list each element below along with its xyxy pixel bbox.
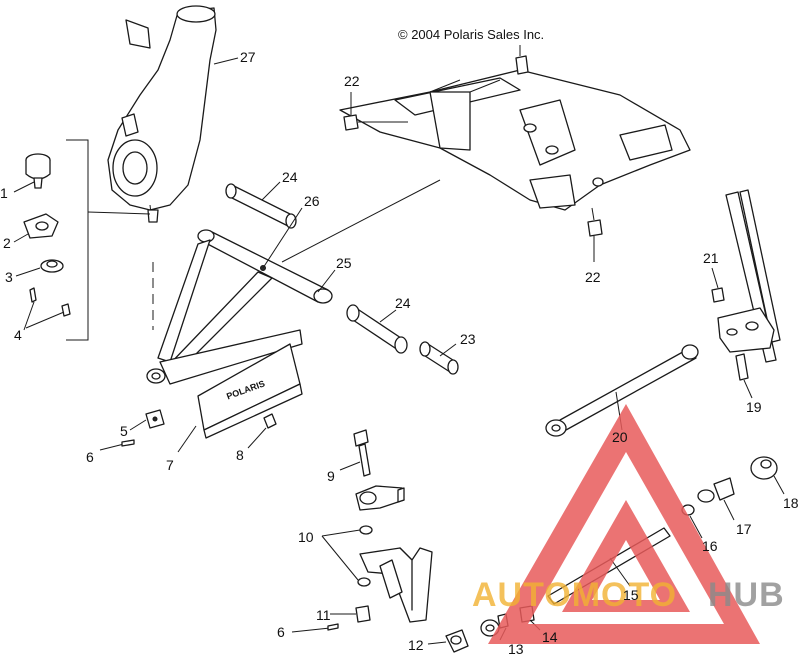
- part-7-guard: POLARIS: [177, 343, 303, 453]
- part-11-nut: [330, 605, 371, 623]
- callout-20: 20: [612, 429, 628, 445]
- callout-8: 8: [236, 447, 244, 463]
- watermark-hub-text: HUB: [708, 576, 785, 614]
- part-21-nut: [711, 267, 725, 303]
- callout-21: 21: [703, 250, 719, 266]
- callout-15: 15: [623, 587, 639, 603]
- part-22-bolt-upper: [343, 92, 408, 131]
- part-12-tie-rod-end: [427, 629, 469, 653]
- callout-27: 27: [240, 49, 256, 65]
- callout-13: 13: [508, 641, 524, 657]
- lower-bracket-center: [359, 547, 433, 623]
- callout-11: 11: [316, 607, 331, 623]
- callout-1: 1: [0, 185, 8, 201]
- bracket-1-4: [66, 139, 89, 341]
- callout-3: 3: [5, 269, 13, 285]
- callout-14: 14: [542, 629, 558, 645]
- callout-6-upper: 6: [86, 449, 94, 465]
- callout-7: 7: [166, 457, 174, 473]
- callout-16: 16: [702, 538, 718, 554]
- part-24-bushing-upper: [225, 181, 297, 229]
- part-27-spindle: [107, 5, 217, 223]
- callout-24-lower: 24: [395, 295, 411, 311]
- part-6-cotter-lower: [291, 623, 339, 633]
- part-9-bolt: [339, 429, 371, 477]
- assembly-line: [281, 179, 441, 263]
- callout-10: 10: [298, 529, 314, 545]
- part-17-tie-rod-end: [697, 477, 735, 521]
- part-2-gasket: [13, 213, 59, 243]
- leader-25: [317, 269, 336, 293]
- callout-26: 26: [304, 193, 320, 209]
- callout-22-upper: 22: [344, 73, 360, 89]
- part-23-sleeve: [419, 341, 459, 375]
- callout-2: 2: [3, 235, 11, 251]
- part-24-bushing-lower: [346, 304, 408, 354]
- callout-22-lower: 22: [585, 269, 601, 285]
- callout-18: 18: [783, 495, 799, 511]
- part-20-tie-rod-assembly: [545, 344, 699, 437]
- callout-9: 9: [327, 468, 335, 484]
- callout-5: 5: [120, 423, 128, 439]
- callout-23: 23: [460, 331, 476, 347]
- tie-rod-end-center: [355, 485, 405, 511]
- part-6-cotter-upper: [99, 439, 135, 451]
- callout-24-upper: 24: [282, 169, 298, 185]
- callout-17: 17: [736, 521, 752, 537]
- callout-19: 19: [746, 399, 762, 415]
- watermark-auto-text: AUTOMOTO: [472, 576, 677, 614]
- callout-6-lower: 6: [277, 624, 285, 640]
- bracket-leader: [87, 211, 151, 215]
- callout-4: 4: [14, 327, 22, 343]
- automotohub-watermark: AUTOMOTO HUB: [472, 404, 785, 644]
- callout-25: 25: [336, 255, 352, 271]
- callouts: 1 2 3 4 5 6 7 8 9 10 11 6 12 13 14 15 16…: [0, 49, 799, 657]
- part-5-clamp: [129, 409, 165, 431]
- callout-12: 12: [408, 637, 424, 653]
- part-4-cotter-set: [23, 287, 71, 331]
- leader-26: [262, 207, 303, 269]
- part-25-a-arm: [146, 229, 333, 385]
- frame-assembly: [339, 45, 691, 211]
- steering-column: [717, 189, 781, 363]
- copyright-text: © 2004 Polaris Sales Inc.: [398, 27, 544, 42]
- leader-27: [213, 57, 239, 65]
- part-8-screw: [247, 413, 277, 449]
- part-19-pin: [735, 353, 753, 399]
- part-1-ball-joint: [13, 153, 51, 193]
- part-18-boot: [750, 456, 785, 495]
- part-22-bolt-lower: [587, 207, 603, 262]
- part-3-retainer: [15, 259, 64, 277]
- part-10-washers: [321, 525, 373, 587]
